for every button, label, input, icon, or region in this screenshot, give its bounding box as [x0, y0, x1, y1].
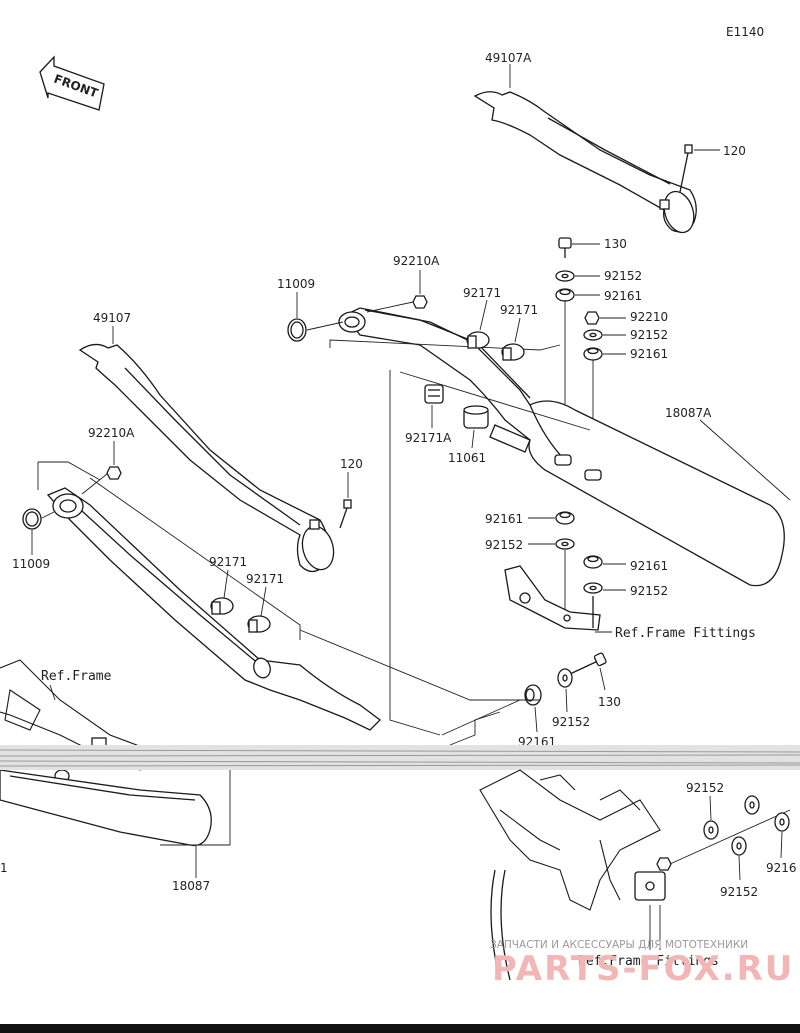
muffler-18087 [46, 487, 381, 731]
label-92210-a: 92210 [630, 310, 668, 324]
label-92210a-left: 92210A [88, 426, 135, 440]
front-arrow-icon: FRONT [39, 55, 105, 111]
washer-92152-d [583, 582, 603, 594]
label-92161-d: 92161 [630, 559, 668, 573]
frame-right [479, 769, 791, 981]
bolt-120-top [679, 144, 693, 193]
label-92171a: 92171A [405, 431, 452, 445]
label-92161-c: 92161 [485, 512, 523, 526]
clamp-92171-c [210, 597, 234, 615]
muffler-18087a [338, 307, 785, 587]
bolt-130-top [558, 237, 572, 258]
diagram-code: E1140 [726, 25, 764, 39]
clamp-92171-b [501, 343, 525, 361]
label-92152-e: 92152 [552, 715, 590, 729]
washer-92152-g [731, 836, 747, 856]
clamp-92171a [424, 384, 444, 404]
label-49107a: 49107A [485, 51, 532, 65]
ref-frame: Ref.Frame [41, 669, 112, 684]
edge-label-1: 1 [0, 861, 8, 875]
ref-frame-fittings-a: Ref.Frame Fittings [615, 626, 756, 641]
label-92152-f: 92152 [686, 781, 724, 795]
label-11009-top: 11009 [277, 277, 315, 291]
label-18087a: 18087A [665, 406, 712, 420]
nut-92210 [584, 311, 600, 325]
label-92171-d: 92171 [246, 572, 284, 586]
bracket-frame-fitting [504, 550, 601, 631]
muffler-18087-body [0, 769, 212, 847]
label-92161-a: 92161 [604, 289, 642, 303]
bolt-130-mid [569, 652, 607, 675]
washer-92152-b [583, 329, 603, 341]
nut-92210a-left [106, 466, 122, 480]
label-18087: 18087 [172, 879, 210, 893]
heat-guard-49107 [78, 343, 335, 573]
label-120-mid: 120 [340, 457, 363, 471]
gasket-11009-top [287, 318, 307, 342]
gasket-11009-left [22, 508, 42, 530]
bottom-border [0, 1024, 800, 1033]
label-92152-d: 92152 [630, 584, 668, 598]
label-92210a-top: 92210A [393, 254, 440, 268]
label-92171-c: 92171 [209, 555, 247, 569]
bolt-120-mid [339, 499, 352, 529]
label-11061: 11061 [448, 451, 486, 465]
bushing-92161-c [555, 511, 575, 525]
bushing-92161-b [583, 347, 603, 361]
label-92171-a: 92171 [463, 286, 501, 300]
label-49107: 49107 [93, 311, 131, 325]
label-92152-b: 92152 [630, 328, 668, 342]
washer-lower-right-2 [774, 812, 790, 832]
torn-band-noise [0, 749, 800, 767]
clamp-92171-d [247, 615, 271, 633]
label-92152-g: 92152 [720, 885, 758, 899]
bushing-92161-d [583, 555, 603, 569]
watermark-tagline: ЗАПЧАСТИ И АКСЕССУАРЫ ДЛЯ МОТОТЕХНИКИ [490, 939, 748, 951]
label-130-b: 130 [598, 695, 621, 709]
washer-lower-right-1 [744, 795, 760, 815]
bushing-92161-e [524, 684, 542, 706]
collar-11061 [463, 405, 489, 429]
label-92161-b: 92161 [630, 347, 668, 361]
nut-92210a-top [412, 295, 428, 309]
label-9216-edge: 9216 [766, 861, 797, 875]
washer-92152-a [555, 270, 575, 282]
joint-pipe-upper [489, 424, 531, 453]
ref-frame-fittings-b: Ref.Frame Fittings [578, 954, 719, 969]
bushing-92161-a [555, 288, 575, 302]
heat-guard-49107a [473, 91, 697, 234]
washer-92152-f [703, 820, 719, 840]
label-130-a: 130 [604, 237, 627, 251]
clamp-92171-a [466, 331, 490, 349]
label-120-top: 120 [723, 144, 746, 158]
washer-92152-e [557, 668, 573, 688]
label-11009-left: 11009 [12, 557, 50, 571]
label-92152-c: 92152 [485, 538, 523, 552]
watermark-logo: PARTS-FOX.RU [492, 949, 794, 989]
washer-92152-c [555, 538, 575, 550]
label-92152-a: 92152 [604, 269, 642, 283]
label-92171-b: 92171 [500, 303, 538, 317]
